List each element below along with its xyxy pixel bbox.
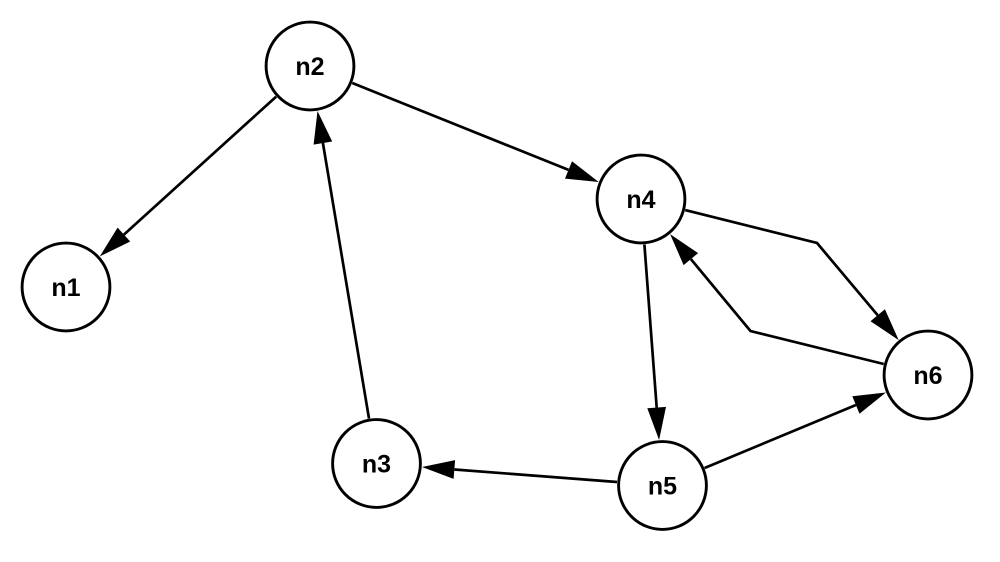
- svg-text:n5: n5: [648, 472, 677, 500]
- svg-text:n2: n2: [295, 53, 324, 81]
- svg-text:n6: n6: [913, 362, 942, 390]
- svg-text:n3: n3: [362, 450, 391, 478]
- svg-text:n1: n1: [51, 274, 80, 302]
- svg-text:n4: n4: [626, 186, 655, 214]
